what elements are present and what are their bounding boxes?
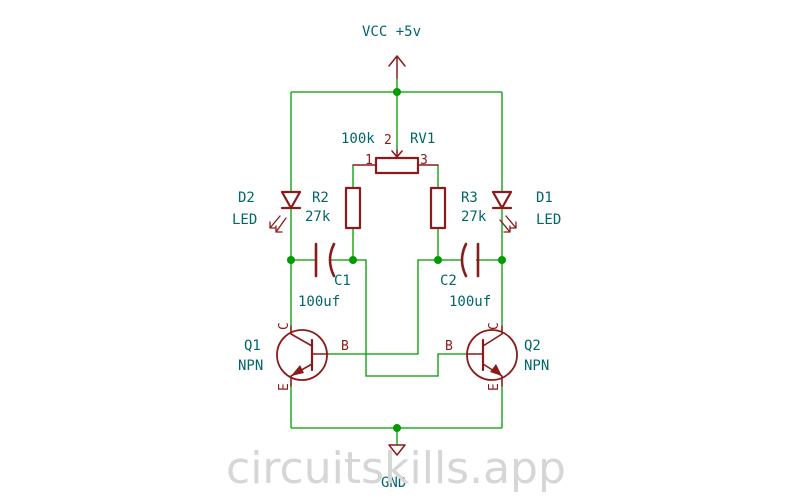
vcc-label: VCC +5v [362, 24, 421, 40]
q2-type: NPN [524, 358, 549, 374]
q2-ref: Q2 [524, 338, 541, 354]
rv1-ref: RV1 [410, 131, 435, 147]
r2-ref: R2 [312, 190, 329, 206]
q2-pin-e: E [487, 383, 502, 391]
capacitor-c2 [460, 242, 480, 278]
rv1-pin2: 2 [384, 133, 392, 148]
transistor-q2-icon [466, 325, 518, 387]
q1-pin-e: E [277, 383, 292, 391]
c1-ref: C1 [334, 273, 351, 289]
junctions [287, 88, 506, 432]
q2-pin-c: C [487, 322, 502, 330]
r2-value: 27k [305, 209, 331, 225]
q1-type: NPN [238, 358, 263, 374]
q1-pin-c: C [277, 322, 292, 330]
transistor-q1-icon [276, 325, 329, 387]
resistor-r3 [429, 186, 447, 230]
watermark: circuitskills.app [226, 443, 566, 494]
potentiometer-rv1 [352, 149, 439, 175]
c2-value: 100uf [449, 294, 491, 310]
q1-pin-b: B [341, 339, 349, 354]
d2-ref: D2 [238, 190, 255, 206]
wires [290, 78, 503, 445]
capacitor-c1 [314, 242, 336, 278]
led-d2-icon [269, 190, 302, 233]
led-d1-icon [491, 190, 517, 233]
r3-value: 27k [461, 209, 487, 225]
d1-ref: D1 [536, 190, 553, 206]
ground-icon [388, 444, 406, 456]
d1-type: LED [536, 212, 561, 228]
gnd-label: GND [381, 475, 406, 491]
q2-pin-b: B [445, 339, 453, 354]
c1-value: 100uf [298, 294, 340, 310]
c2-ref: C2 [440, 273, 457, 289]
rv1-value: 100k [341, 131, 375, 147]
d2-type: LED [232, 212, 257, 228]
rv1-pin3: 3 [420, 153, 428, 168]
rv1-pin1: 1 [365, 153, 373, 168]
vcc-arrow-icon [388, 55, 406, 79]
r3-ref: R3 [461, 190, 478, 206]
q1-ref: Q1 [244, 338, 261, 354]
resistor-r2 [344, 186, 362, 230]
